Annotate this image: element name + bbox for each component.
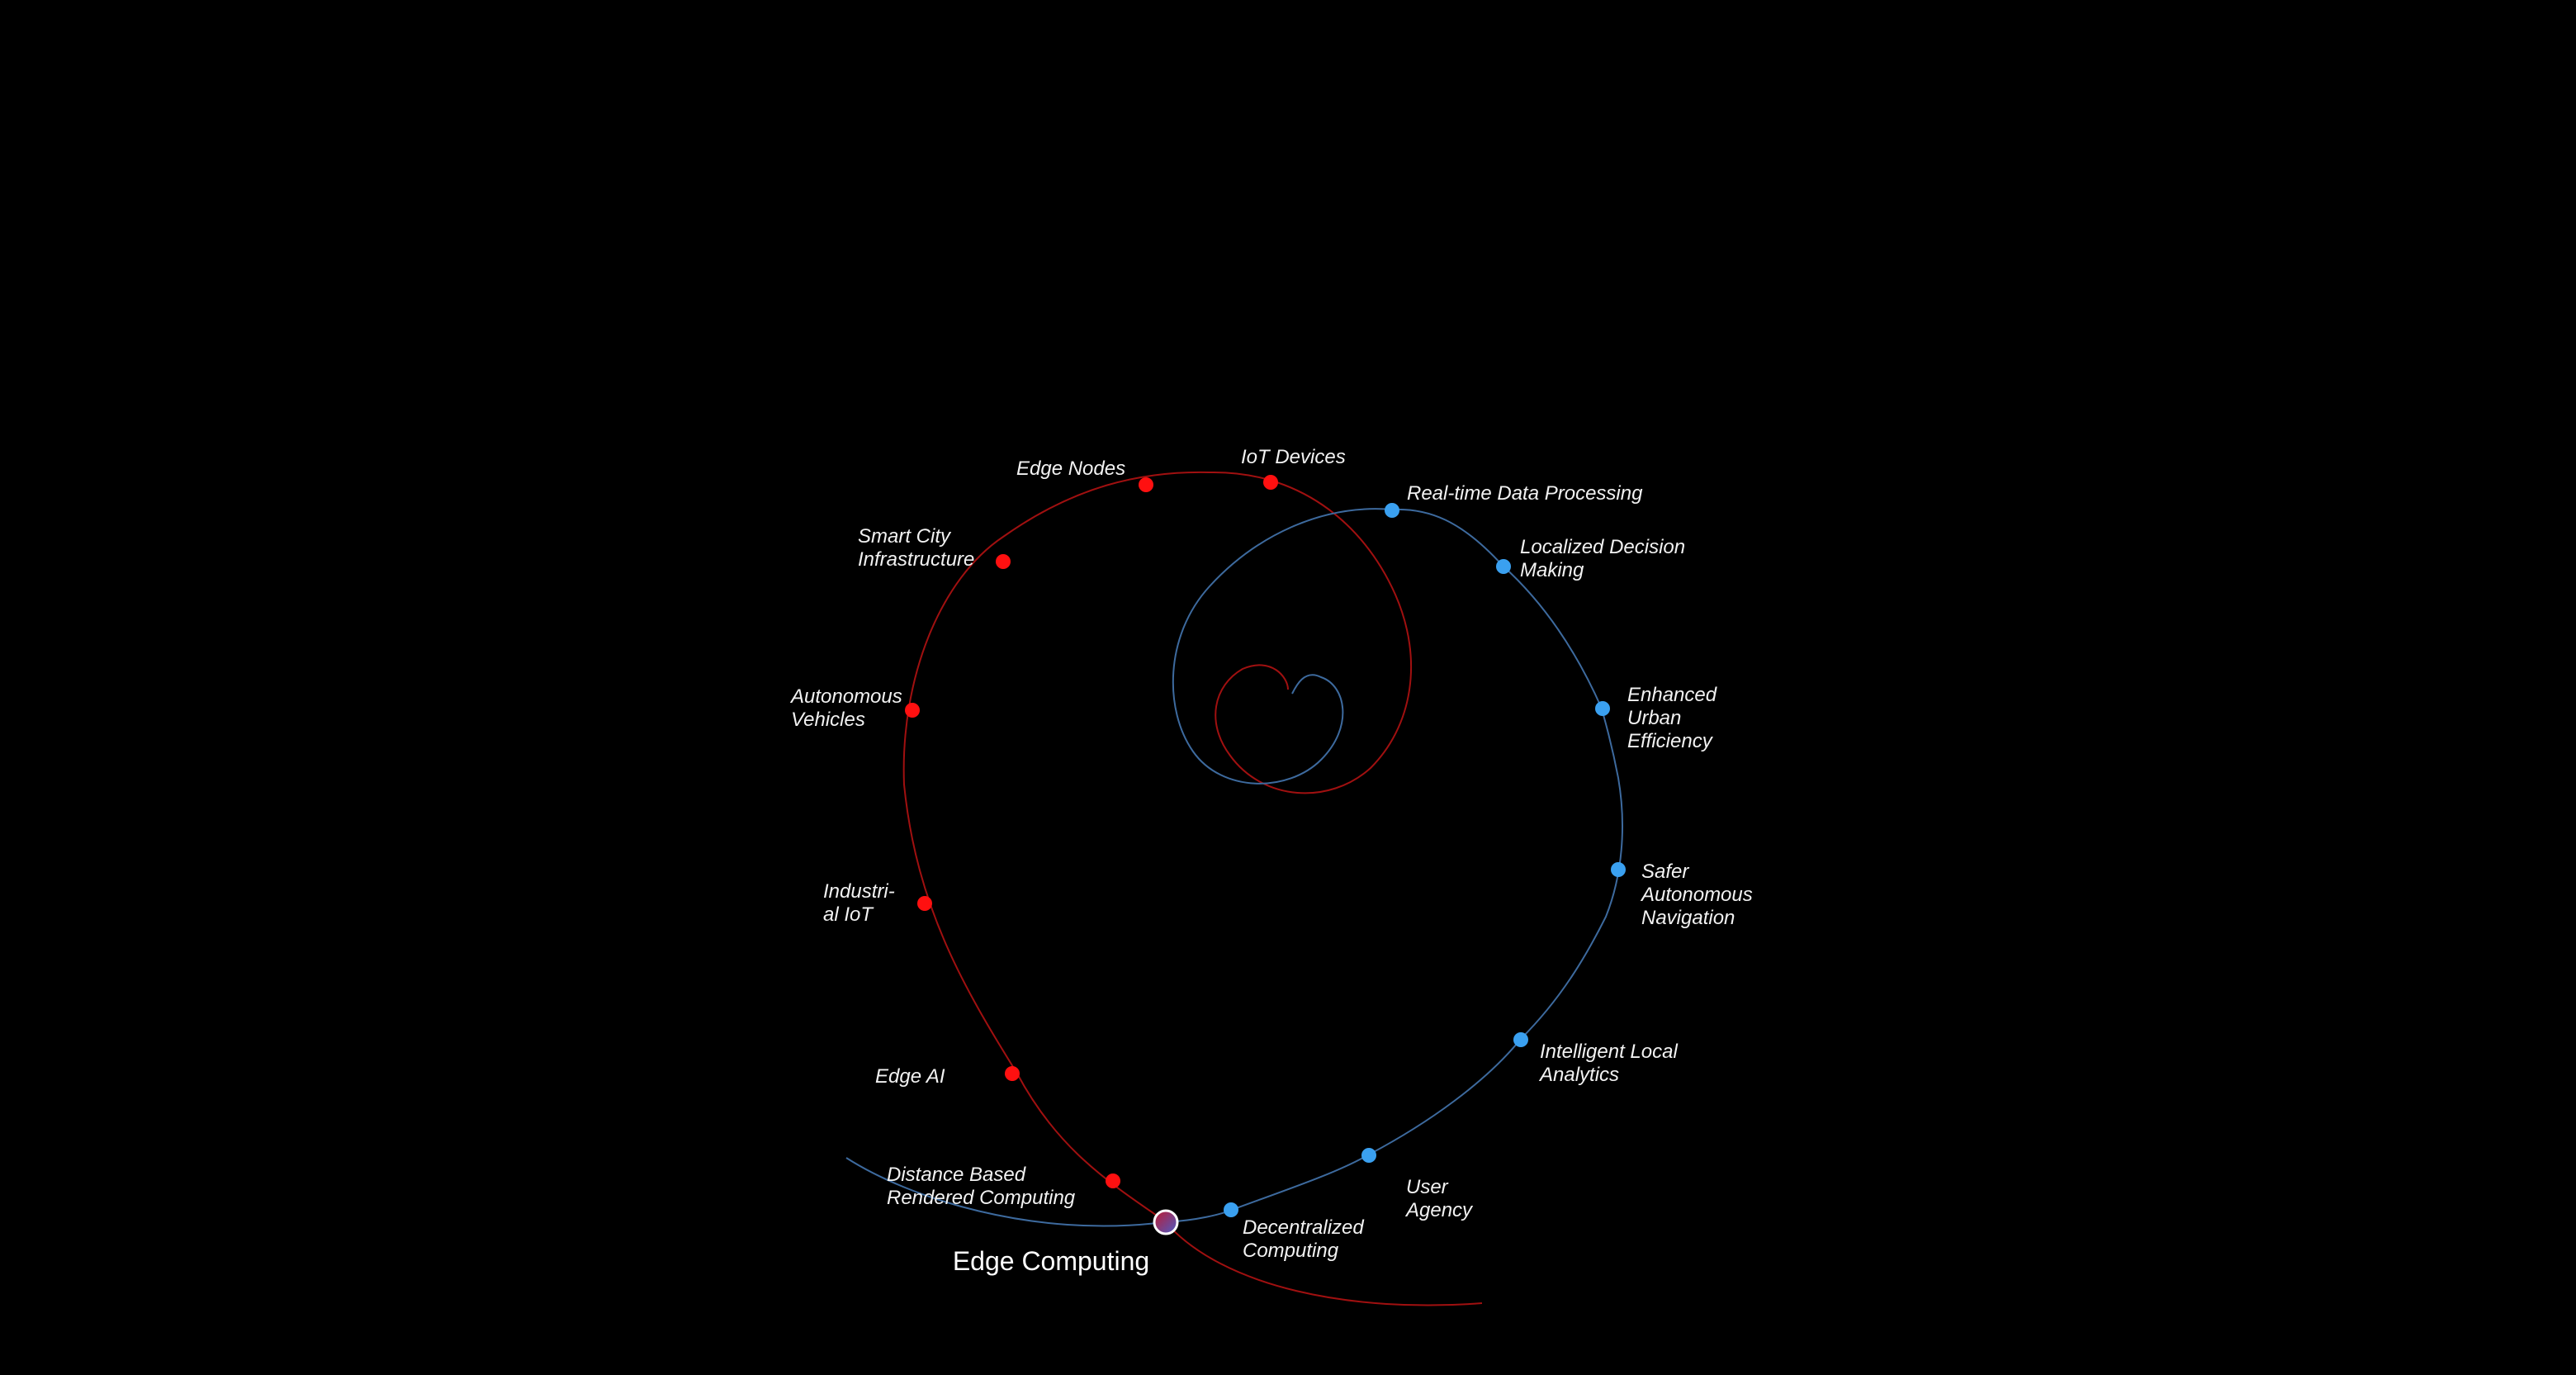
blue-label-decentralized: Decentralized Computing <box>1243 1216 1364 1262</box>
svg-text:Real-time Data Processing: Real-time Data Processing <box>1407 482 1643 505</box>
svg-text:Autonomous: Autonomous <box>789 685 902 708</box>
svg-text:Efficiency: Efficiency <box>1627 730 1714 752</box>
svg-text:Decentralized: Decentralized <box>1243 1216 1364 1239</box>
red-label-distance-based: Distance Based Rendered Computing <box>887 1164 1076 1209</box>
blue-label-safer-navigation: Safer Autonomous Navigation <box>1640 861 1753 929</box>
blue-spiral-path <box>845 508 1623 1227</box>
blue-node-decentralized[interactable] <box>1224 1202 1238 1217</box>
blue-node-intelligent-local[interactable] <box>1513 1032 1528 1047</box>
red-label-industrial-iot: Industri- al IoT <box>823 880 895 926</box>
svg-text:Vehicles: Vehicles <box>791 709 865 731</box>
svg-text:Computing: Computing <box>1243 1240 1339 1262</box>
svg-text:Safer: Safer <box>1641 861 1689 883</box>
svg-text:IoT Devices: IoT Devices <box>1241 446 1346 468</box>
blue-label-localized-decision: Localized Decision Making <box>1520 536 1685 581</box>
blue-node-user-agency[interactable] <box>1361 1148 1376 1163</box>
svg-text:Infrastructure: Infrastructure <box>858 548 974 571</box>
red-node-iot-devices[interactable] <box>1263 475 1278 490</box>
svg-text:Analytics: Analytics <box>1538 1064 1619 1086</box>
red-node-distance-based[interactable] <box>1106 1173 1120 1188</box>
svg-text:Urban: Urban <box>1627 707 1681 729</box>
svg-text:Autonomous: Autonomous <box>1640 884 1753 906</box>
red-label-smart-city: Smart City Infrastructure <box>858 525 974 571</box>
center-label: Edge Computing <box>953 1246 1149 1276</box>
blue-node-safer-navigation[interactable] <box>1611 862 1626 877</box>
blue-label-intelligent-local: Intelligent Local Analytics <box>1538 1041 1678 1086</box>
svg-text:Edge AI: Edge AI <box>875 1065 945 1088</box>
svg-text:Agency: Agency <box>1404 1199 1474 1221</box>
svg-text:User: User <box>1406 1176 1449 1198</box>
red-label-edge-nodes: Edge Nodes <box>1016 458 1125 480</box>
red-node-smart-city[interactable] <box>996 554 1011 569</box>
red-node-industrial-iot[interactable] <box>917 896 932 911</box>
blue-node-realtime[interactable] <box>1385 503 1399 518</box>
red-label-iot-devices: IoT Devices <box>1241 446 1346 468</box>
svg-text:Rendered Computing: Rendered Computing <box>887 1187 1076 1209</box>
red-label-edge-ai: Edge AI <box>875 1065 945 1088</box>
center-node[interactable] <box>1153 1209 1179 1235</box>
blue-node-enhanced-urban[interactable] <box>1595 701 1610 716</box>
svg-text:Distance Based: Distance Based <box>887 1164 1026 1186</box>
blue-label-enhanced-urban: Enhanced Urban Efficiency <box>1627 684 1717 752</box>
blue-label-realtime: Real-time Data Processing <box>1407 482 1643 505</box>
svg-text:Enhanced: Enhanced <box>1627 684 1717 706</box>
red-node-autonomous-vehicles[interactable] <box>905 703 920 718</box>
svg-text:Edge Nodes: Edge Nodes <box>1016 458 1125 480</box>
red-label-autonomous-vehicles: Autonomous Vehicles <box>789 685 902 731</box>
blue-label-user-agency: User Agency <box>1404 1176 1474 1221</box>
red-node-edge-ai[interactable] <box>1005 1066 1020 1081</box>
svg-text:al IoT: al IoT <box>823 903 874 926</box>
blue-node-localized-decision[interactable] <box>1496 559 1511 574</box>
svg-text:Making: Making <box>1520 559 1584 581</box>
svg-text:Localized Decision: Localized Decision <box>1520 536 1685 558</box>
svg-text:Smart City: Smart City <box>858 525 952 548</box>
svg-text:Navigation: Navigation <box>1641 907 1735 929</box>
red-spiral-path <box>902 471 1483 1306</box>
red-node-edge-nodes[interactable] <box>1139 477 1153 492</box>
svg-text:Industri-: Industri- <box>823 880 895 903</box>
svg-text:Intelligent Local: Intelligent Local <box>1540 1041 1678 1063</box>
